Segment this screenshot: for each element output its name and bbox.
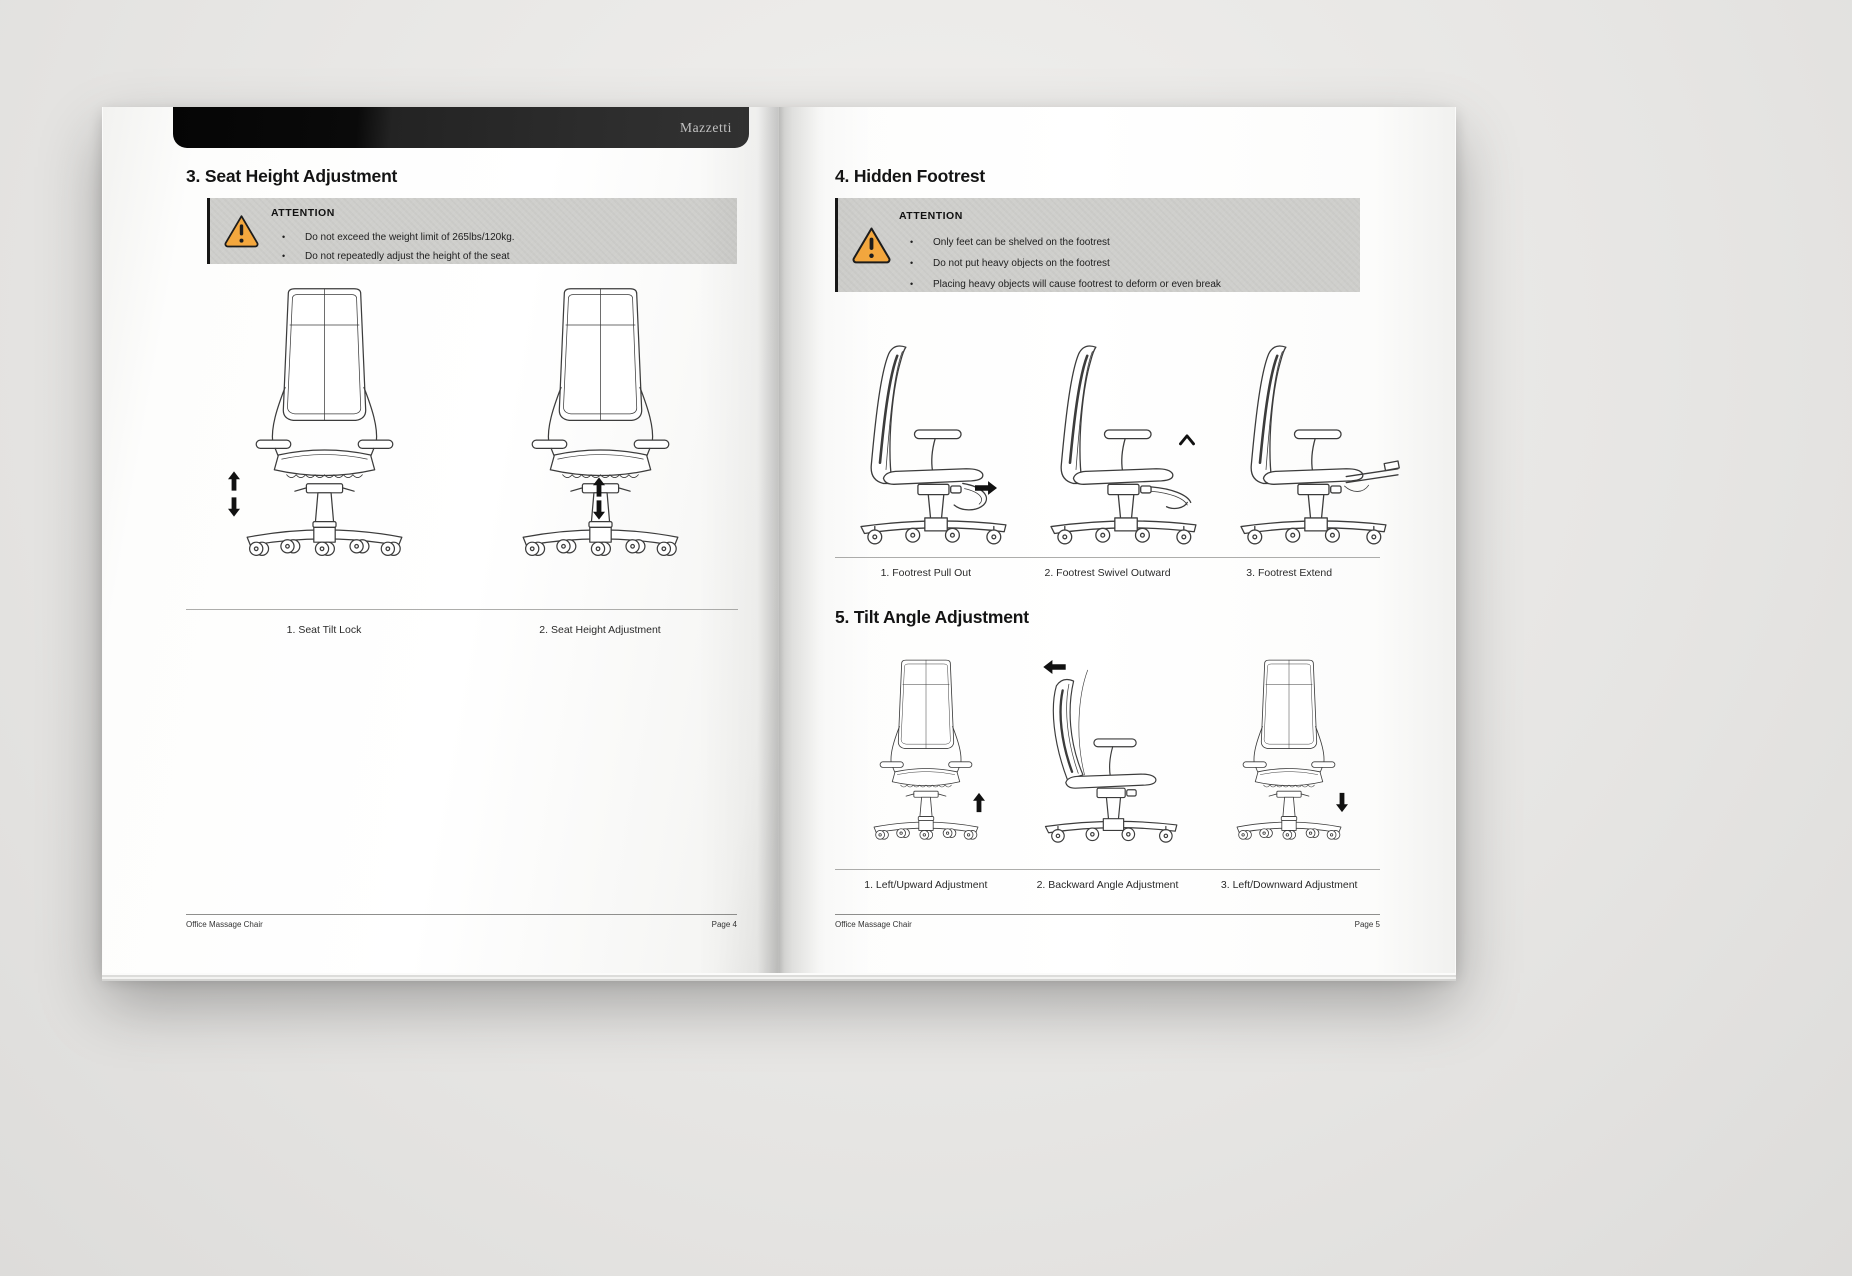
left-arrow-icon (1042, 660, 1066, 674)
chair-front-illustration (246, 288, 402, 556)
attention-bullet: Only feet can be shelved on the footrest (899, 232, 1360, 253)
section3-title: 3. Seat Height Adjustment (186, 166, 398, 186)
figure-row-section3 (186, 285, 738, 610)
figure-row-section4 (835, 333, 1400, 558)
page-left: Mazzetti 3. Seat Height Adjustment ATTEN… (103, 107, 779, 973)
down-arrow-icon (593, 500, 605, 520)
figure-row-section5 (835, 652, 1380, 870)
manual-book-spread: Mazzetti 3. Seat Height Adjustment ATTEN… (103, 107, 1455, 973)
attention-bullet: Do not exceed the weight limit of 265lbs… (271, 228, 737, 247)
attention-box-section4: ATTENTION Only feet can be shelved on th… (835, 198, 1360, 292)
warning-triangle-icon (224, 215, 259, 248)
page-right: 4. Hidden Footrest ATTENTION Only feet c… (779, 107, 1455, 973)
figure-seat-tilt-lock (186, 285, 462, 609)
figure-caption: 2. Footrest Swivel Outward (1044, 567, 1171, 579)
attention-box-section3: ATTENTION Do not exceed the weight limit… (207, 198, 737, 264)
chair-front-illustration (522, 288, 678, 556)
figure-footrest-pull-out (835, 333, 1025, 557)
figure-caption: 3. Footrest Extend (1246, 567, 1333, 579)
attention-bullet: Do not put heavy objects on the footrest (899, 253, 1360, 274)
caption-row-section5: 1. Left/Upward Adjustment 2. Backward An… (835, 879, 1380, 891)
page-footer: Office Massage Chair Page 4 (186, 914, 737, 929)
chair-side-illustration (1240, 344, 1400, 545)
attention-label: ATTENTION (271, 207, 335, 219)
figure-footrest-extend (1215, 333, 1405, 557)
footer-page-number: Page 4 (711, 920, 737, 929)
figure-caption: 1. Left/Upward Adjustment (864, 879, 988, 891)
caret-up-icon (1179, 434, 1195, 446)
figure-caption: 2. Backward Angle Adjustment (1036, 879, 1179, 891)
figure-caption: 1. Seat Tilt Lock (286, 624, 362, 636)
caption-row-section4: 1. Footrest Pull Out 2. Footrest Swivel … (835, 567, 1380, 579)
brand-header-bar: Mazzetti (173, 107, 749, 148)
attention-bullet: Placing heavy objects will cause footres… (899, 274, 1360, 295)
section5-title: 5. Tilt Angle Adjustment (835, 607, 1029, 627)
figure-caption: 3. Left/Downward Adjustment (1220, 879, 1358, 891)
caption-row-section3: 1. Seat Tilt Lock 2. Seat Height Adjustm… (186, 624, 738, 636)
chair-side-illustration (860, 344, 1007, 545)
figure-left-downward-adjustment (1198, 652, 1380, 869)
chair-front-illustration (1236, 659, 1342, 840)
warning-triangle-icon (852, 227, 891, 264)
attention-label: ATTENTION (899, 210, 963, 222)
section4-title: 4. Hidden Footrest (835, 166, 986, 186)
up-arrow-icon (593, 477, 605, 497)
up-arrow-icon (228, 471, 240, 491)
figure-caption: 2. Seat Height Adjustment (539, 624, 661, 636)
down-arrow-icon (1336, 792, 1349, 813)
chair-front-illustration (873, 659, 979, 840)
attention-bullet-text: Only feet can be shelved on the footrest (933, 237, 1110, 248)
figure-caption: 1. Footrest Pull Out (880, 567, 972, 579)
attention-bullet-text: Do not exceed the weight limit of 265lbs… (305, 232, 515, 243)
down-arrow-icon (228, 497, 240, 517)
up-arrow-icon (972, 792, 985, 813)
figure-backward-angle-adjustment (1017, 652, 1199, 869)
right-arrow-icon (975, 481, 997, 495)
footer-document-title: Office Massage Chair (186, 920, 263, 929)
attention-bullet-text: Do not put heavy objects on the footrest (933, 258, 1110, 269)
chair-tilted-illustration (1044, 668, 1177, 843)
brand-logo-text: Mazzetti (679, 119, 732, 135)
footer-page-number: Page 5 (1354, 920, 1380, 929)
footer-document-title: Office Massage Chair (835, 920, 912, 929)
attention-bullet-text: Placing heavy objects will cause footres… (933, 279, 1221, 290)
figure-footrest-swivel-outward (1025, 333, 1215, 557)
attention-bullet: Do not repeatedly adjust the height of t… (271, 247, 737, 266)
figure-left-upward-adjustment (835, 652, 1017, 869)
page-footer: Office Massage Chair Page 5 (835, 914, 1380, 929)
figure-seat-height-adjustment (462, 285, 738, 609)
attention-bullet-text: Do not repeatedly adjust the height of t… (305, 251, 510, 262)
